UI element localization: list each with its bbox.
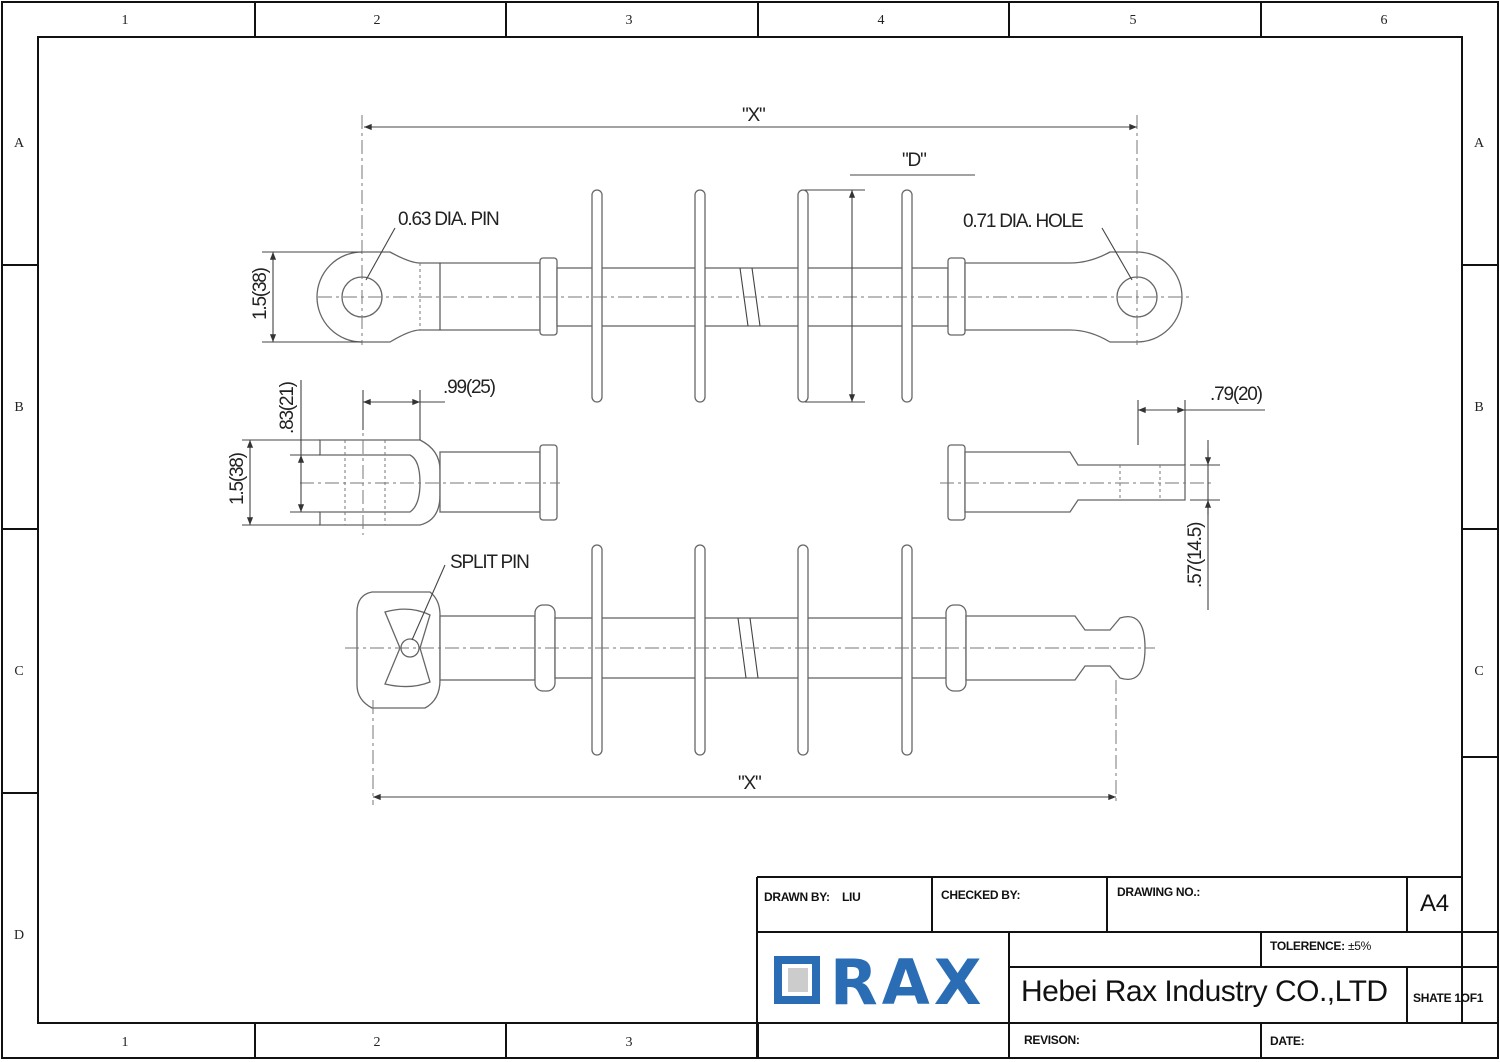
clevis-height-label: 1.5(38): [227, 452, 248, 505]
drawn-by-label: DRAWN BY:: [764, 890, 830, 904]
split-pin-label: SPLIT PIN: [450, 552, 529, 573]
pin-label: 0.63 DIA. PIN: [398, 209, 499, 230]
tongue-length-label: .79(20): [1210, 384, 1263, 405]
top-dimensions: "X" "D" 0.63 DIA. PIN 0.71 DIA. HOLE 1.5…: [250, 105, 1137, 403]
row-label: B: [1474, 400, 1483, 415]
clevis-gap-label: .83(21): [277, 381, 298, 434]
row-label: D: [14, 928, 24, 943]
tongue-thickness-label: .57(14.5): [1185, 522, 1206, 588]
row-label: B: [14, 400, 23, 415]
eye-height-label: 1.5(38): [250, 267, 271, 320]
company-name: Hebei Rax Industry CO.,LTD: [1021, 975, 1388, 1008]
checked-by-label: CHECKED BY:: [941, 888, 1021, 902]
dim-x-top-label: "X": [742, 105, 765, 126]
top-insulator-eye-eye: [316, 115, 1190, 403]
grid-labels: 1 2 3 4 5 6 1 2 3 A B C D A B C: [14, 13, 1485, 1050]
drawn-by-value: LIU: [842, 890, 861, 904]
date-label: DATE:: [1270, 1034, 1305, 1048]
shed: [591, 544, 603, 756]
shed: [901, 544, 913, 756]
row-label: A: [1474, 136, 1485, 151]
shed: [694, 189, 706, 403]
col-label: 2: [374, 1035, 381, 1050]
dim-d-label: "D": [902, 150, 926, 171]
revision-label: REVISON:: [1024, 1033, 1080, 1047]
col-label: 5: [1130, 13, 1137, 28]
col-label: 1: [122, 13, 129, 28]
tolerance-value: ±5%: [1348, 939, 1372, 953]
bottom-insulator-socket-ball: [345, 544, 1155, 805]
shed: [591, 189, 603, 403]
row-label: C: [1474, 664, 1483, 679]
bottom-dimensions: SPLIT PIN "X": [373, 552, 1116, 801]
hole-label: 0.71 DIA. HOLE: [963, 211, 1083, 232]
middle-dimensions: .99(25) 1.5(38) .83(21) .79(20) .57(14.5…: [227, 377, 1265, 610]
shed: [694, 544, 706, 756]
row-label: C: [14, 664, 23, 679]
col-label: 3: [626, 13, 633, 28]
shed: [901, 189, 913, 403]
row-label: A: [14, 136, 25, 151]
shed: [797, 189, 809, 403]
col-label: 3: [626, 1035, 633, 1050]
col-label: 6: [1381, 13, 1388, 28]
paper-size: A4: [1420, 890, 1449, 917]
tongue-end-fitting: [940, 444, 1215, 521]
col-label: 2: [374, 13, 381, 28]
dim-x-bottom-label: "X": [738, 773, 761, 794]
drawing-no-label: DRAWING NO.:: [1117, 885, 1201, 899]
rax-logo: RAX: [774, 946, 986, 1019]
title-block-grid: [756, 876, 1498, 1058]
clevis-end-fitting: [300, 390, 560, 535]
clevis-depth-label: .99(25): [443, 377, 496, 398]
col-label: 1: [122, 1035, 129, 1050]
tolerance-label: TOLERENCE:: [1270, 939, 1345, 953]
col-label: 4: [878, 13, 885, 28]
shed: [797, 544, 809, 756]
logo-text: RAX: [830, 946, 986, 1019]
sheet-number: SHATE 1OF1: [1413, 991, 1484, 1005]
